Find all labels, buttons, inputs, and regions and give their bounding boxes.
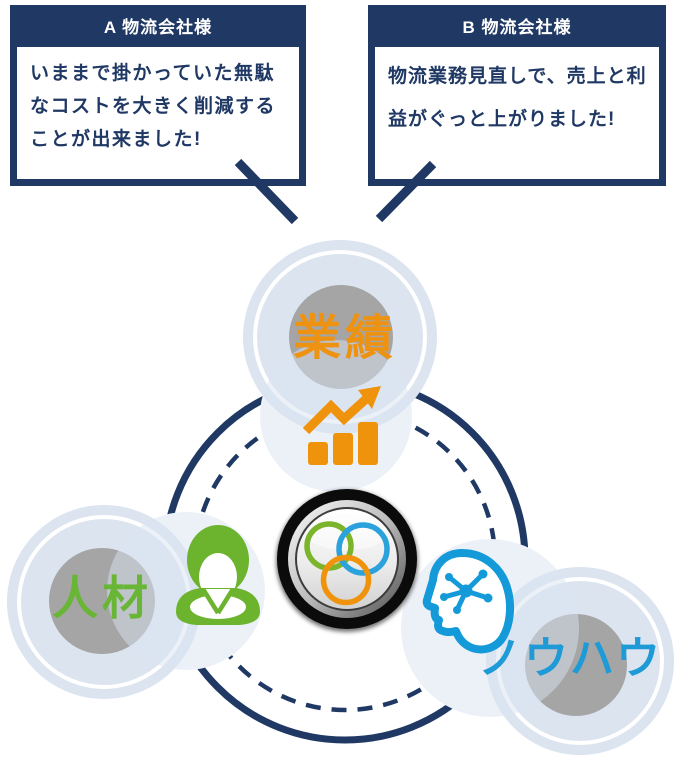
callout-a-line-2: なコストを大きく削減する — [30, 96, 277, 117]
callout-b-line-1: 物流業務見直しで、売上と利 — [388, 66, 647, 87]
ring-blue — [336, 522, 390, 576]
ring-orange — [320, 554, 372, 606]
callout-a-line-3: ことが出来ました! — [30, 129, 202, 150]
callout-a-line-1: いままで掛かっていた無駄 — [30, 63, 276, 84]
callout-b-message: 物流業務見直しで、売上と利 益がぐっと上がりました! — [375, 47, 659, 141]
label-performance: 業績 — [293, 312, 397, 365]
callout-b-title: B 物流会社様 — [374, 11, 660, 47]
label-knowhow: ノウハウ — [478, 634, 662, 683]
callout-b-line-2: 益がぐっと上がりました! — [388, 109, 616, 130]
bar-chart-growth-arrow-icon — [302, 386, 381, 465]
person-icon — [176, 525, 260, 625]
callout-company-a: A 物流会社様 いままで掛かっていた無駄 なコストを大きく削減する ことが出来ま… — [10, 5, 306, 186]
label-human-resources: 人材 — [52, 573, 152, 624]
head-knowledge-icon — [422, 549, 515, 654]
molecule-glyph — [443, 572, 489, 612]
callout-a-title: A 物流会社様 — [16, 11, 300, 47]
callout-a-message: いままで掛かっていた無駄 なコストを大きく削減する ことが出来ました! — [17, 47, 299, 156]
three-interlocking-rings-button — [276, 489, 418, 632]
callout-company-b: B 物流会社様 物流業務見直しで、売上と利 益がぐっと上がりました! — [368, 5, 666, 186]
